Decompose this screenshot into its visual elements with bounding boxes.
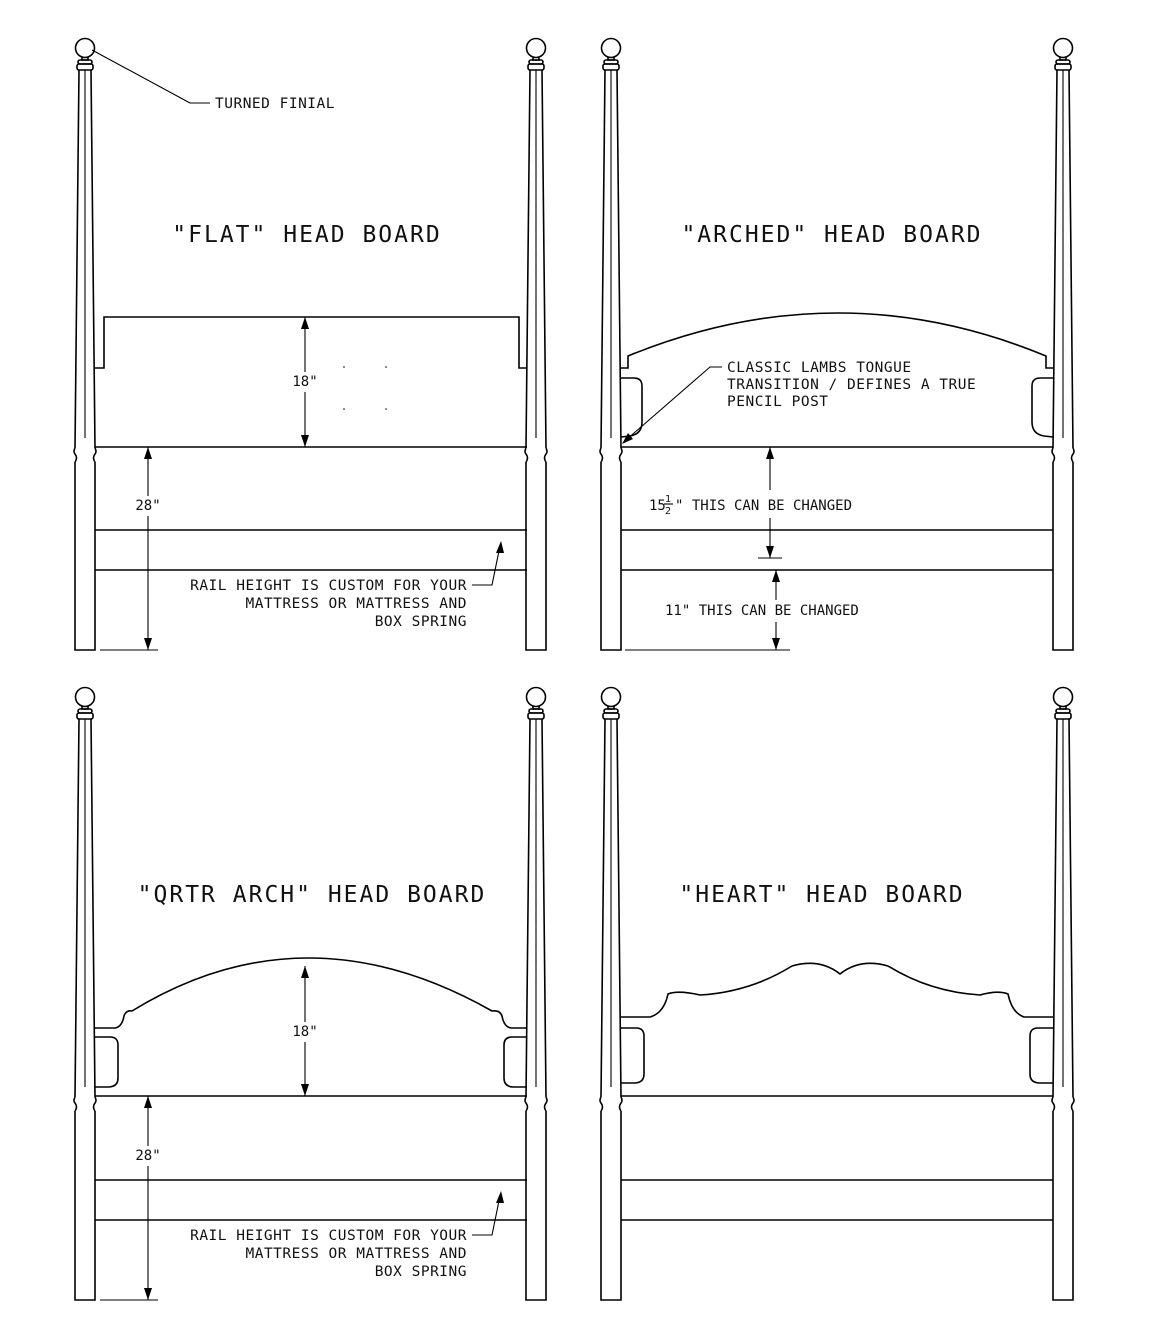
qrtr-rail-dim-label: 28"	[135, 1148, 160, 1164]
qrtr-rail-note-1: RAIL HEIGHT IS CUSTOM FOR YOUR	[190, 1228, 467, 1244]
arched-upper-dim-whole: 15	[649, 498, 666, 514]
post-heart-right	[1051, 686, 1075, 1301]
finial-ball	[1052, 686, 1074, 708]
flat-rail-note-3: BOX SPRING	[375, 614, 467, 630]
flat-rail-note-1: RAIL HEIGHT IS CUSTOM FOR YOUR	[190, 578, 467, 594]
bed-posts	[73, 37, 1075, 1301]
finial-ball	[74, 37, 96, 59]
qrtr-title: "QRTR ARCH" HEAD BOARD	[138, 882, 487, 908]
panel-qrtr-arch: "QRTR ARCH" HEAD BOARD 18" 28" RAIL HEIG…	[95, 882, 527, 1301]
post-flat-left	[73, 37, 97, 651]
panel-flat: "FLAT" HEAD BOARD 18" 28" TURNED FINIAL …	[91, 49, 527, 651]
post-qrtr-right	[524, 686, 548, 1301]
finial-callout: TURNED FINIAL	[215, 96, 335, 112]
qrtr-rail-note-2: MATTRESS OR MATTRESS AND	[245, 1246, 467, 1262]
qrtr-headboard	[95, 957, 527, 1029]
post-flat-right	[524, 37, 548, 651]
arched-upper-dim-num: 1	[665, 494, 671, 505]
post-qrtr-left	[73, 686, 97, 1301]
qrtr-headboard-dim-label: 18"	[292, 1024, 317, 1040]
finial-leader	[91, 49, 191, 104]
finial-ball	[525, 37, 547, 59]
flat-headboard	[95, 316, 527, 369]
post-heart-left	[599, 686, 623, 1301]
post-arched-left	[599, 37, 623, 651]
finial-ball	[74, 686, 96, 708]
lambs-note-3: PENCIL POST	[727, 394, 829, 410]
panel-heart: "HEART" HEAD BOARD	[621, 882, 1053, 1221]
lambs-note-1: CLASSIC LAMBS TONGUE	[727, 360, 912, 376]
heart-headboard	[621, 962, 1053, 1018]
finial-ball	[600, 686, 622, 708]
arched-lower-dim: 11" THIS CAN BE CHANGED	[665, 603, 859, 619]
finial-ball	[600, 37, 622, 59]
arched-upper-dim-den: 2	[665, 506, 671, 517]
qrtr-rail-note-3: BOX SPRING	[375, 1264, 467, 1280]
flat-rail-note-2: MATTRESS OR MATTRESS AND	[245, 596, 467, 612]
flat-rail-dim-label: 28"	[135, 498, 160, 514]
flat-headboard-dim-label: 18"	[292, 374, 317, 390]
post-arched-right	[1051, 37, 1075, 651]
finial-ball	[1052, 37, 1074, 59]
finial-ball	[525, 686, 547, 708]
lambs-note-2: TRANSITION / DEFINES A TRUE	[727, 377, 976, 393]
panel-arched: "ARCHED" HEAD BOARD CLASSIC LAMBS TONGUE…	[620, 222, 1054, 651]
arched-upper-dim-text: " THIS CAN BE CHANGED	[675, 498, 852, 514]
arched-headboard	[621, 312, 1053, 369]
heart-title: "HEART" HEAD BOARD	[679, 882, 964, 908]
flat-title: "FLAT" HEAD BOARD	[172, 222, 441, 248]
arched-title: "ARCHED" HEAD BOARD	[681, 222, 982, 248]
